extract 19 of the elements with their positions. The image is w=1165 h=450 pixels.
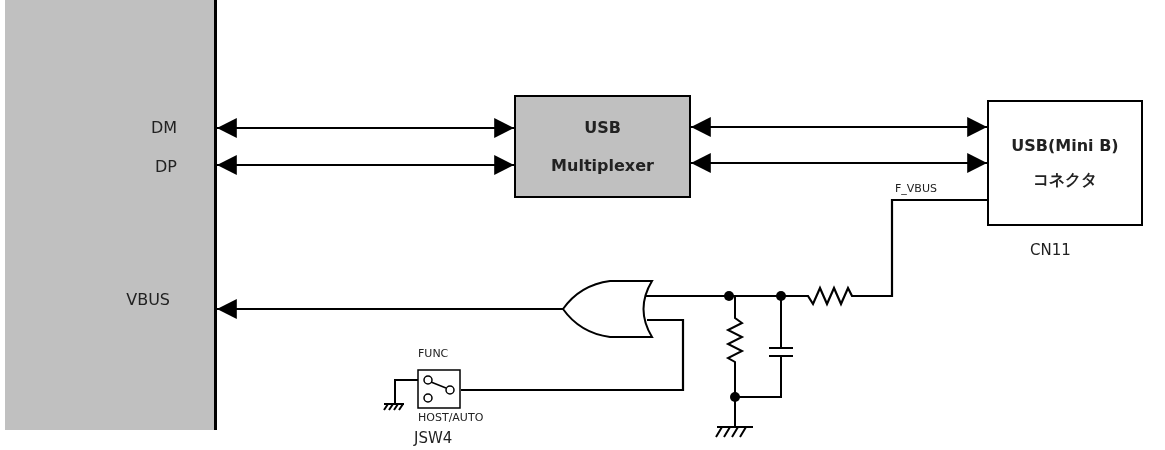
chip-block: [5, 0, 217, 430]
part-label: HOST/AUTO: [418, 412, 484, 425]
pin-label: VBUS: [126, 290, 170, 309]
edge-label: F_VBUS: [895, 183, 937, 196]
part-label: FUNC: [418, 348, 449, 361]
block-label: USB(Mini B) コネクタ: [1010, 135, 1120, 191]
signal-line: [461, 318, 685, 392]
signal-line: [691, 153, 987, 173]
signal-line: [217, 299, 563, 319]
pin-label: DP: [155, 157, 177, 176]
pin-label: DM: [150, 118, 177, 137]
signal-line: [691, 117, 987, 137]
multiplexer-box: [514, 95, 691, 198]
connector-box: [987, 100, 1143, 226]
part-label: CN11: [1030, 242, 1071, 259]
signal-line: [217, 118, 514, 138]
part-label: JSW4: [414, 430, 453, 447]
block-label: USB Multiplexer: [550, 116, 655, 177]
signal-line: [217, 155, 514, 175]
